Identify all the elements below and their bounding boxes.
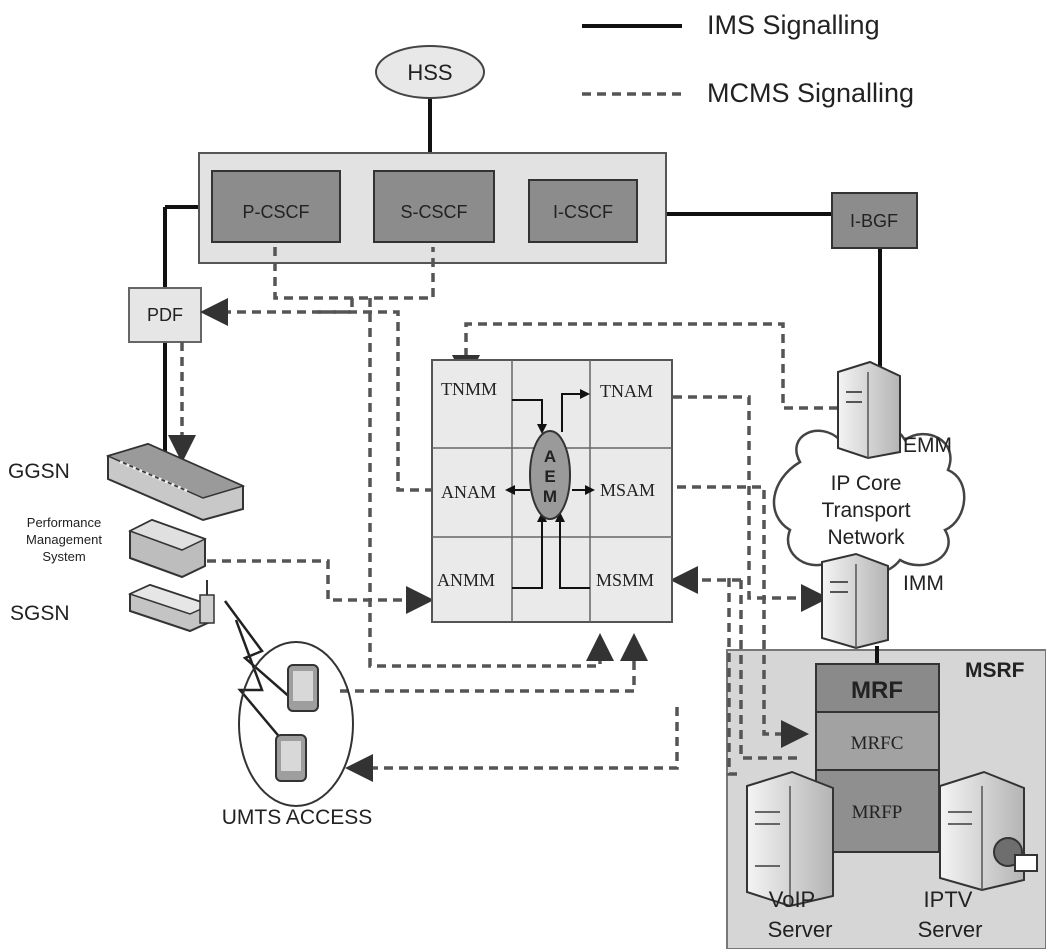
msmm-label: MSMM bbox=[596, 570, 654, 590]
mcms-links bbox=[168, 247, 838, 782]
pms-label-3: System bbox=[42, 549, 85, 564]
legend-mcms-label: MCMS Signalling bbox=[707, 78, 914, 108]
aem-e-label: E bbox=[544, 467, 555, 486]
antenna-icon bbox=[199, 594, 215, 624]
ggsn-node: GGSN bbox=[8, 442, 246, 522]
pdf-node: PDF bbox=[128, 287, 202, 343]
imm-label: IMM bbox=[903, 572, 944, 595]
aem-m-label: M bbox=[543, 487, 557, 506]
aem-a-label: A bbox=[544, 447, 556, 466]
scscf-label: S-CSCF bbox=[401, 202, 468, 222]
ibgf-label: I-BGF bbox=[850, 211, 898, 231]
pms-label-2: Management bbox=[26, 532, 102, 547]
ibgf-node: I-BGF bbox=[831, 192, 918, 249]
sgsn-label: SGSN bbox=[10, 602, 70, 625]
scscf-node: S-CSCF bbox=[373, 170, 495, 243]
hss-label: HSS bbox=[407, 60, 452, 85]
iptv-label-1: IPTV bbox=[924, 887, 973, 912]
mrfc-label: MRFC bbox=[851, 733, 904, 754]
iptv-server: IPTV Server bbox=[918, 770, 1038, 942]
pms-node: Performance Management System bbox=[26, 515, 207, 579]
voip-label-2: Server bbox=[768, 917, 833, 942]
iptv-label-2: Server bbox=[918, 917, 983, 942]
core-label-3: Network bbox=[827, 526, 905, 549]
tnmm-label: TNMM bbox=[441, 379, 497, 399]
aem-element: A E M bbox=[529, 430, 571, 520]
icscf-label: I-CSCF bbox=[553, 202, 613, 222]
mrf-label: MRF bbox=[851, 677, 903, 704]
anmm-label: ANMM bbox=[437, 570, 495, 590]
mrfp-label: MRFP bbox=[852, 802, 903, 823]
sgsn-node: SGSN bbox=[10, 580, 215, 633]
ip-core-cloud: IP Core Transport Network bbox=[772, 421, 966, 577]
pcscf-label: P-CSCF bbox=[243, 202, 310, 222]
tnam-label: TNAM bbox=[600, 381, 653, 401]
imm-node: IMM bbox=[821, 552, 944, 650]
emm-label: EMM bbox=[903, 434, 952, 457]
core-label-1: IP Core bbox=[831, 472, 902, 495]
legend-ims-label: IMS Signalling bbox=[707, 10, 880, 40]
msrf-label: MSRF bbox=[965, 659, 1025, 682]
mcms-core-block: TNMM TNAM ANAM MSAM ANMM MSMM A E M bbox=[431, 359, 673, 623]
ggsn-label: GGSN bbox=[8, 460, 70, 483]
pcscf-node: P-CSCF bbox=[211, 170, 341, 243]
legend: IMS Signalling MCMS Signalling bbox=[582, 10, 914, 108]
voip-server: VoIP Server bbox=[746, 770, 834, 942]
voip-label-1: VoIP bbox=[769, 887, 815, 912]
wireless-link-icon bbox=[223, 600, 301, 707]
pdf-label: PDF bbox=[147, 305, 183, 325]
umts-access: UMTS ACCESS bbox=[222, 641, 373, 829]
core-label-2: Transport bbox=[821, 499, 910, 522]
wireless-link-icon bbox=[234, 619, 283, 741]
mrf-stack: MRF MRFC MRFP bbox=[815, 663, 940, 853]
umts-label: UMTS ACCESS bbox=[222, 806, 373, 829]
tv-icon bbox=[1014, 854, 1038, 872]
icscf-node: I-CSCF bbox=[528, 179, 638, 243]
anam-label: ANAM bbox=[441, 482, 496, 502]
hss-node: HSS bbox=[375, 45, 485, 99]
emm-node: EMM bbox=[837, 360, 952, 460]
pms-label-1: Performance bbox=[27, 515, 101, 530]
msam-label: MSAM bbox=[600, 480, 655, 500]
